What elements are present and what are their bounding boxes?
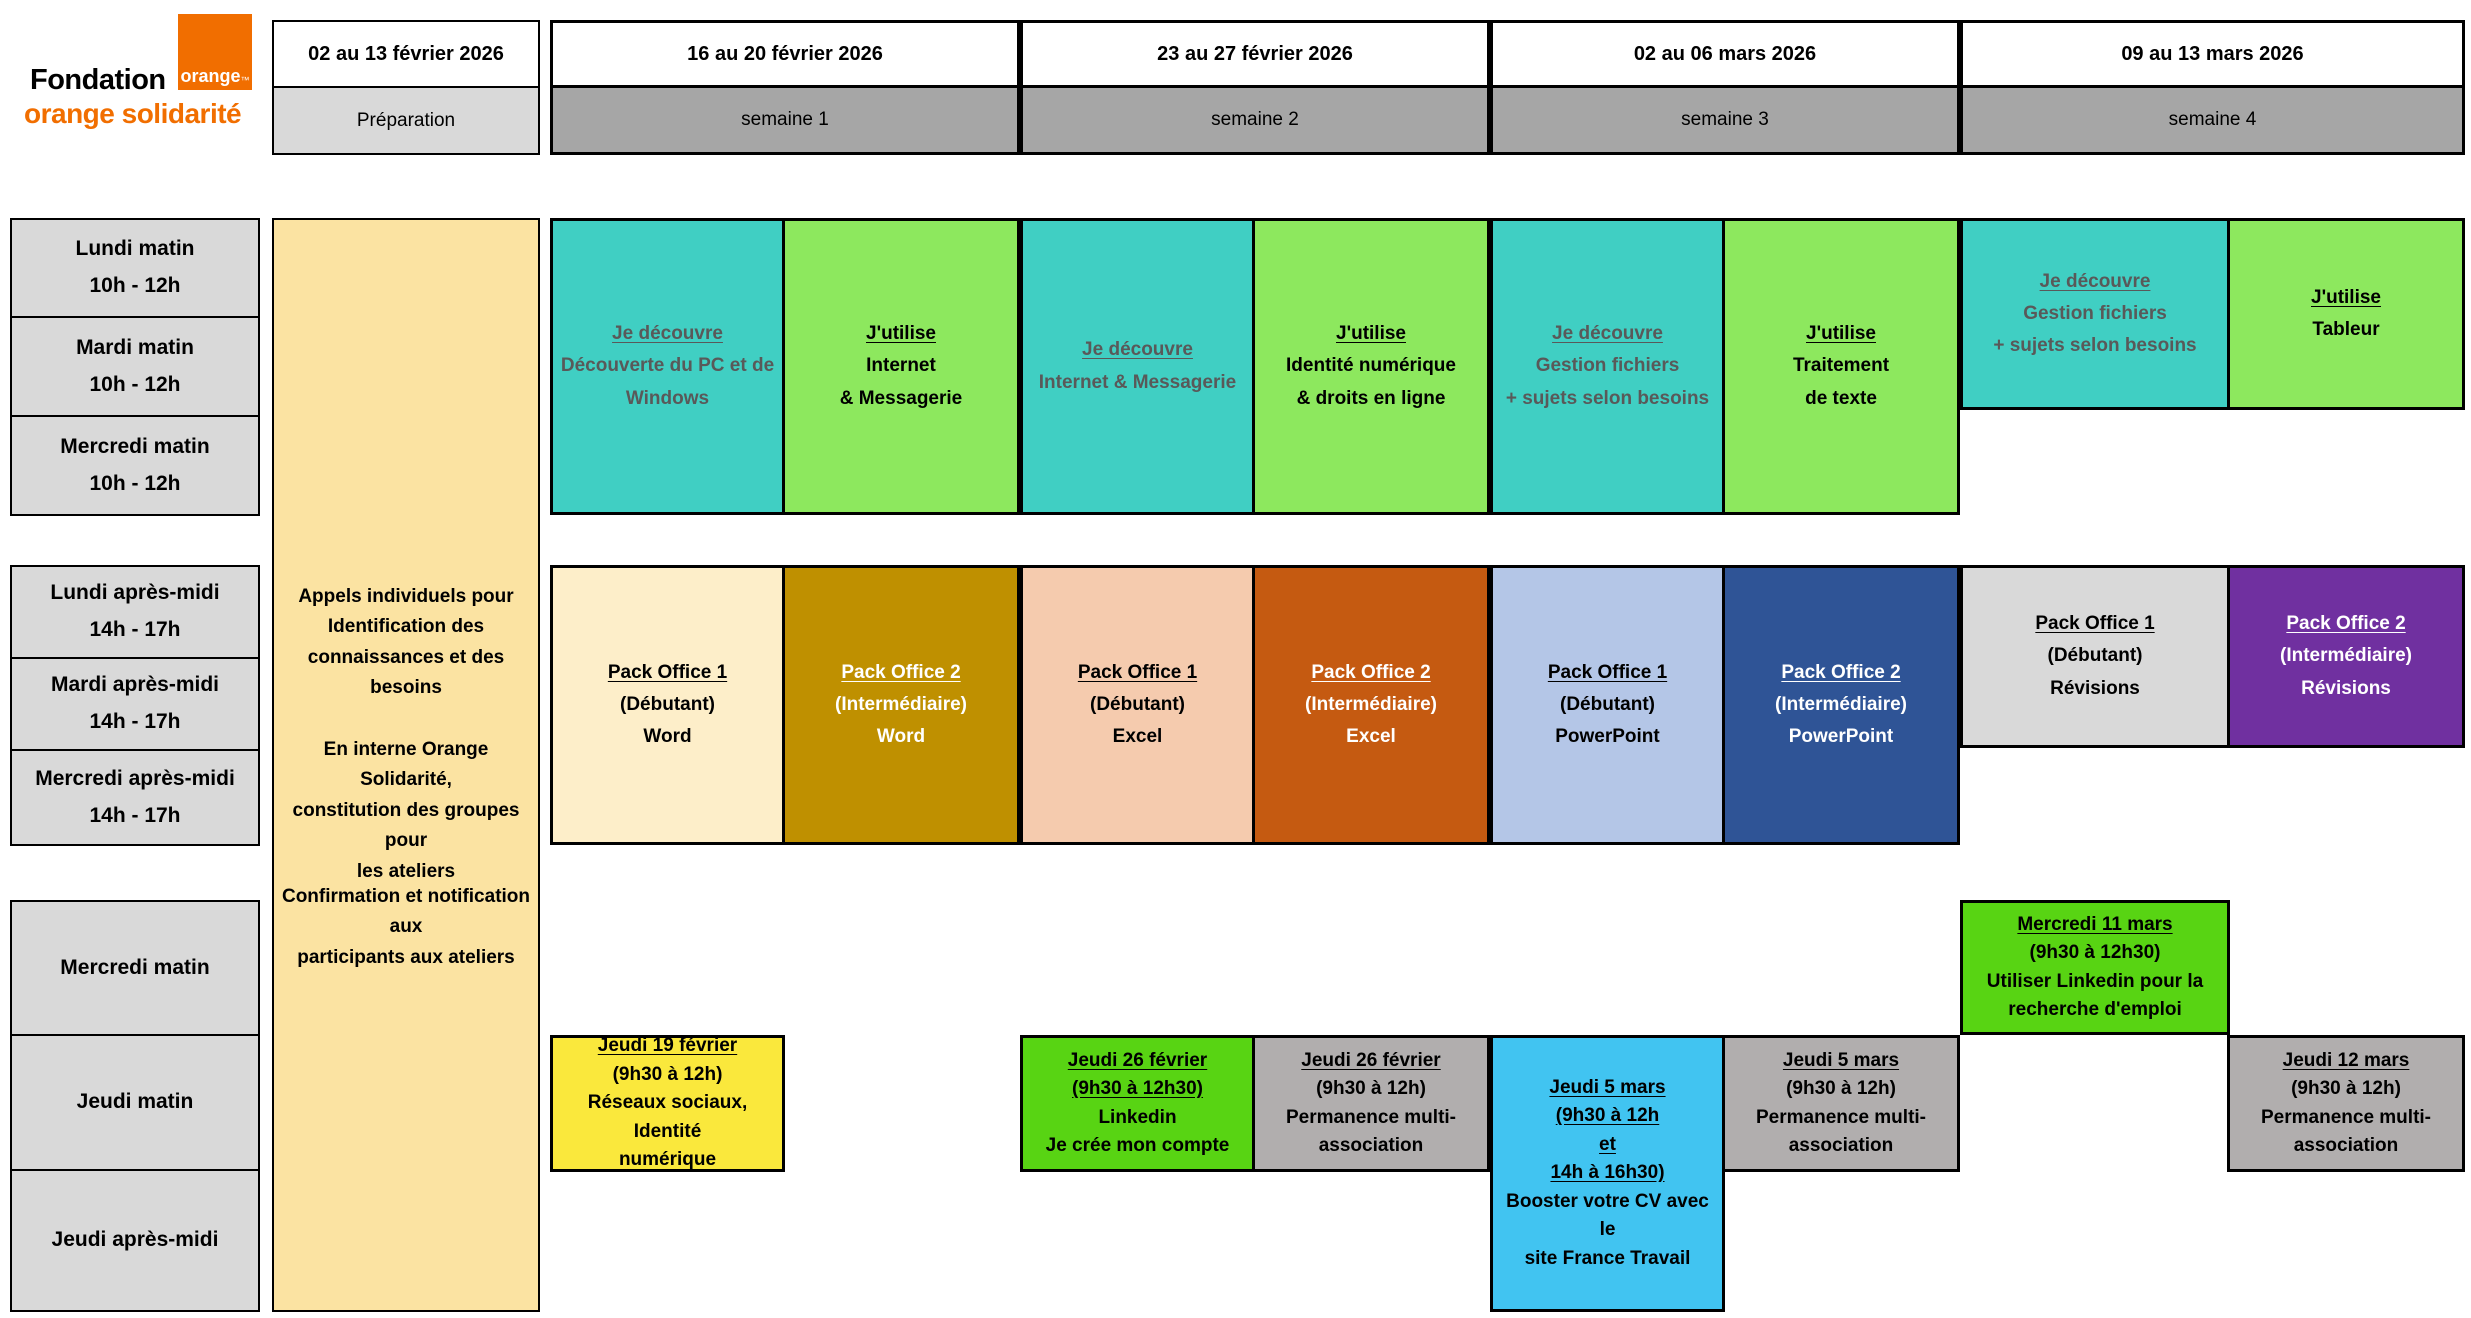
time-slot-jeudi-matin: Jeudi matin (10, 1034, 260, 1171)
header-label-semaine4: semaine 4 (1960, 85, 2465, 155)
course-w2-pm-pack-office-1-excel: Pack Office 1(Débutant)Excel (1020, 565, 1255, 845)
course-w4-pm-pack-office-2-revisions: Pack Office 2(Intermédiaire)Révisions (2227, 565, 2465, 748)
header-label-semaine3: semaine 3 (1490, 85, 1960, 155)
event-w3-jeudi-5-mars-permanence: Jeudi 5 mars(9h30 à 12h)Permanence multi… (1722, 1035, 1960, 1172)
header-date-week3: 02 au 06 mars 2026 (1490, 20, 1960, 88)
time-slot-mardi-apres-midi: Mardi après-midi 14h - 17h (10, 657, 260, 751)
course-w3-pm-pack-office-1-powerpoint: Pack Office 1(Débutant)PowerPoint (1490, 565, 1725, 845)
course-w2-pm-pack-office-2-excel: Pack Office 2(Intermédiaire)Excel (1252, 565, 1490, 845)
course-w1-pm-pack-office-1-word: Pack Office 1(Débutant)Word (550, 565, 785, 845)
header-date-week4: 09 au 13 mars 2026 (1960, 20, 2465, 88)
time-slot-mercredi-apres-midi: Mercredi après-midi 14h - 17h (10, 749, 260, 846)
time-slot-hours: 10h - 12h (89, 372, 181, 396)
header-date-week1: 16 au 20 février 2026 (550, 20, 1020, 88)
time-slot-hours: 14h - 17h (89, 618, 181, 641)
course-w1-pm-pack-office-2-word: Pack Office 2(Intermédiaire)Word (782, 565, 1020, 845)
time-slot-day: Mercredi après-midi (35, 766, 235, 790)
time-slot-day: Lundi matin (75, 237, 195, 261)
header-label-semaine2: semaine 2 (1020, 85, 1490, 155)
time-slot-hours: 14h - 17h (89, 710, 181, 733)
orange-logo-wordmark: orange (180, 66, 241, 86)
time-slot-day: Jeudi matin (76, 1090, 194, 1114)
time-slot-jeudi-apres-midi: Jeudi après-midi (10, 1169, 260, 1312)
time-slot-day: Mercredi matin (60, 434, 210, 458)
time-slot-lundi-apres-midi: Lundi après-midi 14h - 17h (10, 565, 260, 659)
header-date-week2: 23 au 27 février 2026 (1020, 20, 1490, 88)
event-w1-jeudi-19-fevrier-reseaux-sociaux: Jeudi 19 février(9h30 à 12h)Réseaux soci… (550, 1035, 785, 1172)
logo-fondation-text: Fondation (30, 64, 166, 96)
event-w2-jeudi-26-fevrier-permanence: Jeudi 26 février(9h30 à 12h)Permanence m… (1252, 1035, 1490, 1172)
event-w4-mercredi-11-mars-linkedin: Mercredi 11 mars(9h30 à 12h30)Utiliser L… (1960, 900, 2230, 1035)
logo-orange-solidarite-text: orange solidarité (24, 98, 242, 129)
time-slot-day: Mardi après-midi (50, 673, 220, 697)
event-w4-jeudi-12-mars-permanence: Jeudi 12 mars(9h30 à 12h)Permanence mult… (2227, 1035, 2465, 1172)
time-slot-day: Mercredi matin (60, 955, 210, 979)
time-slot-mercredi-matin-2: Mercredi matin (10, 900, 260, 1036)
trademark-symbol: ™ (240, 75, 250, 85)
time-slot-hours: 10h - 12h (89, 471, 181, 495)
course-w3-pm-pack-office-2-powerpoint: Pack Office 2(Intermédiaire)PowerPoint (1722, 565, 1960, 845)
preparation-note-constitution-groupes: En interne Orange Solidarité,constitutio… (292, 739, 520, 882)
time-slot-lundi-matin: Lundi matin 10h - 12h (10, 218, 260, 318)
header-label-semaine1: semaine 1 (550, 85, 1020, 155)
course-w4-pm-pack-office-1-revisions: Pack Office 1(Débutant)Révisions (1960, 565, 2230, 748)
time-slot-mardi-matin: Mardi matin 10h - 12h (10, 316, 260, 417)
time-slot-day: Mardi matin (76, 335, 194, 359)
header-label-preparation: Préparation (272, 86, 540, 155)
time-slot-hours: 10h - 12h (89, 274, 181, 297)
time-slot-mercredi-matin: Mercredi matin 10h - 12h (10, 415, 260, 516)
time-slot-hours: 14h - 17h (89, 803, 181, 827)
header-label-semaine4-text: semaine 4 (2168, 109, 2257, 130)
time-slot-day: Lundi après-midi (50, 581, 220, 605)
time-slot-day: Jeudi après-midi (51, 1228, 219, 1252)
header-date-preparation: 02 au 13 février 2026 (272, 20, 540, 88)
